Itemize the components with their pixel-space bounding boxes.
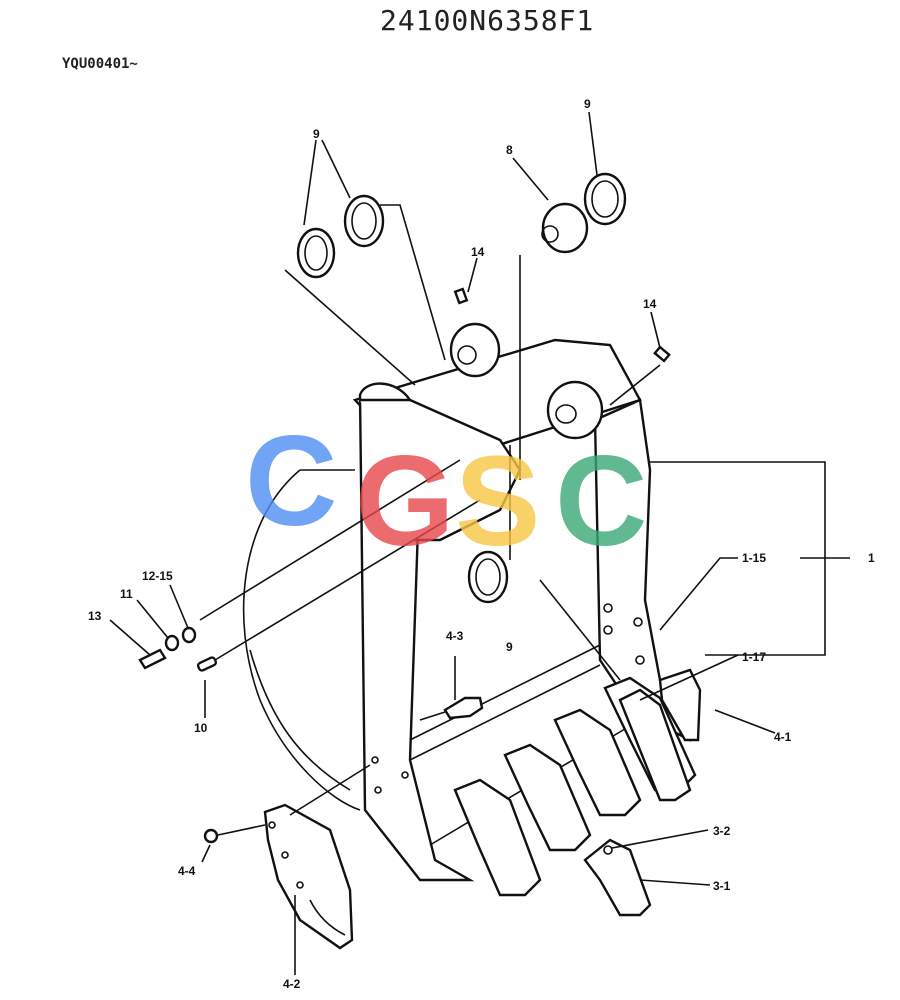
serial-range-label: YQU00401~ bbox=[62, 56, 138, 72]
bolt-13 bbox=[138, 648, 167, 670]
callout-4-2: 4-2 bbox=[283, 977, 301, 991]
callout-4-4: 4-4 bbox=[178, 864, 196, 878]
leader-lines bbox=[109, 111, 850, 975]
callout-11: 11 bbox=[120, 587, 133, 601]
callout-14-left: 14 bbox=[471, 245, 485, 259]
callout-9-bottom: 9 bbox=[506, 640, 513, 654]
callout-3-2: 3-2 bbox=[713, 824, 731, 838]
watermark-letter-s: S bbox=[455, 430, 540, 573]
callout-9-right: 9 bbox=[584, 97, 591, 111]
bolt-14-right bbox=[653, 345, 671, 363]
callout-1: 1 bbox=[868, 551, 875, 565]
callout-4-1: 4-1 bbox=[774, 730, 792, 744]
callout-8: 8 bbox=[506, 143, 513, 157]
tooth-1 bbox=[453, 778, 542, 897]
tooth-5 bbox=[618, 688, 692, 802]
pin-10 bbox=[196, 656, 218, 672]
o-ring-upper-left-a bbox=[296, 227, 336, 279]
callout-14-right: 14 bbox=[643, 297, 657, 311]
watermark-letter-c2: C bbox=[555, 430, 647, 573]
bolt-14-left bbox=[453, 287, 469, 305]
washer-12-15 bbox=[181, 626, 197, 644]
callout-12-15: 12-15 bbox=[142, 569, 173, 583]
tooth-2 bbox=[503, 743, 592, 852]
callout-4-3: 4-3 bbox=[446, 629, 464, 643]
spare-tooth bbox=[583, 838, 652, 917]
washer-11 bbox=[164, 634, 180, 652]
callout-13: 13 bbox=[88, 609, 102, 623]
shim-plate bbox=[541, 202, 589, 254]
nut-4-4 bbox=[203, 828, 219, 844]
callout-10: 10 bbox=[194, 721, 208, 735]
cgsc-watermark: C G S C bbox=[245, 410, 647, 573]
callout-9-left: 9 bbox=[313, 127, 320, 141]
side-cutter-left bbox=[263, 803, 354, 950]
callout-labels: 9 9 8 14 14 1 1-15 1-17 4-1 4-3 9 12-15 … bbox=[88, 97, 875, 991]
side-cutter-right bbox=[658, 668, 702, 742]
watermark-letter-g: G bbox=[355, 430, 455, 573]
bolt-4-3 bbox=[443, 696, 484, 720]
watermark-letter-c1: C bbox=[245, 410, 337, 553]
part-number-title: 24100N6358F1 bbox=[380, 4, 595, 37]
callout-1-17: 1-17 bbox=[742, 650, 766, 664]
bucket-teeth bbox=[453, 668, 702, 897]
callout-1-15: 1-15 bbox=[742, 551, 766, 565]
tooth-3 bbox=[553, 708, 642, 817]
callout-3-1: 3-1 bbox=[713, 879, 731, 893]
